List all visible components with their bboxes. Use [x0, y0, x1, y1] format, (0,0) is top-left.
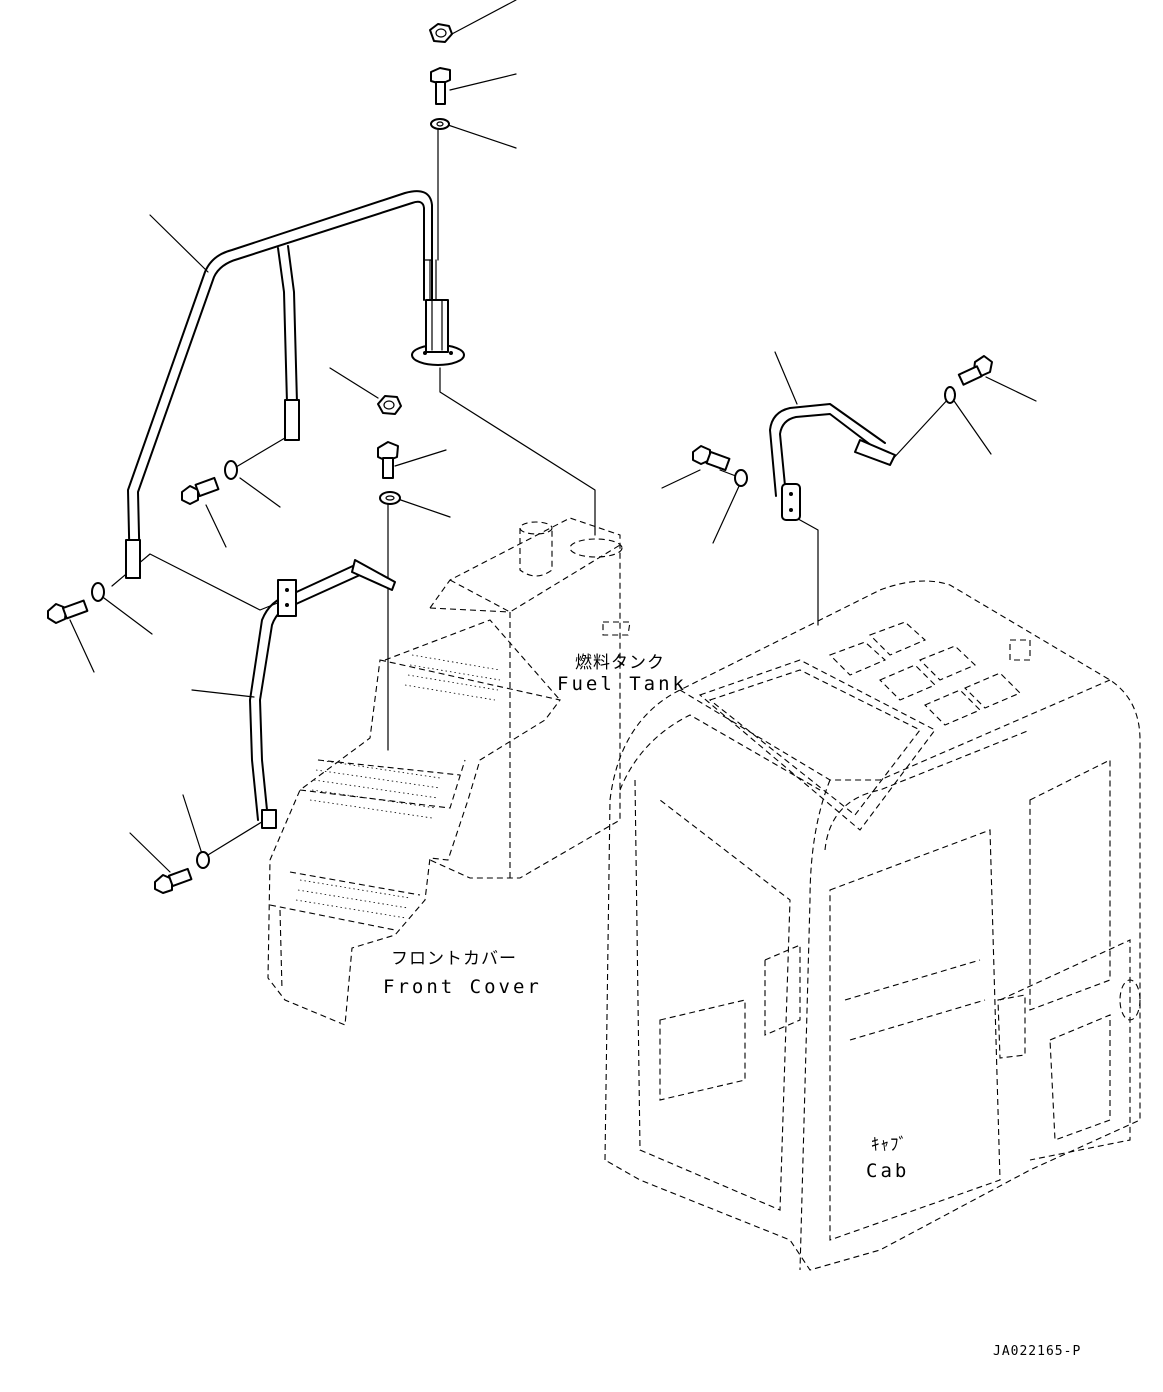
assembly-lines [111, 127, 951, 859]
cab [604, 580, 1141, 1271]
fuel-tank [429, 517, 631, 879]
top-nut [429, 23, 453, 43]
fuel-tank-label-jp: 燃料タンク [575, 653, 665, 673]
right-washer-1 [734, 469, 748, 487]
left-bolt-1 [181, 476, 220, 505]
top-washer [430, 118, 450, 130]
lower-bolt [154, 867, 193, 894]
handrail-rear [769, 403, 896, 521]
right-washer-2 [944, 386, 956, 404]
handrail-foot-plate [411, 299, 465, 366]
front-cover-label-jp: フロントカバー [391, 949, 517, 969]
right-bolt-2 [957, 355, 993, 386]
handrail-large [125, 190, 437, 579]
drawing-code: JA022165-P [993, 1344, 1082, 1359]
handrail-small [249, 559, 396, 829]
left-bolt-2 [47, 599, 89, 624]
fuel-tank-label-en: Fuel Tank [557, 673, 687, 695]
top-bolt [430, 67, 451, 105]
leader-lines [69, 0, 1037, 873]
mid-bolt [377, 441, 399, 479]
left-washer-2 [91, 582, 105, 602]
cab-label-jp: ｷｬﾌﾞ [871, 1135, 908, 1155]
mid-nut [377, 395, 402, 415]
left-washer-1 [224, 460, 238, 480]
mid-washer [379, 491, 401, 505]
front-cover [267, 619, 561, 1026]
front-cover-label-en: Front Cover [383, 976, 542, 998]
right-bolt-1 [692, 445, 731, 472]
lower-washer [196, 851, 210, 869]
cab-label-en: Cab [866, 1160, 910, 1182]
